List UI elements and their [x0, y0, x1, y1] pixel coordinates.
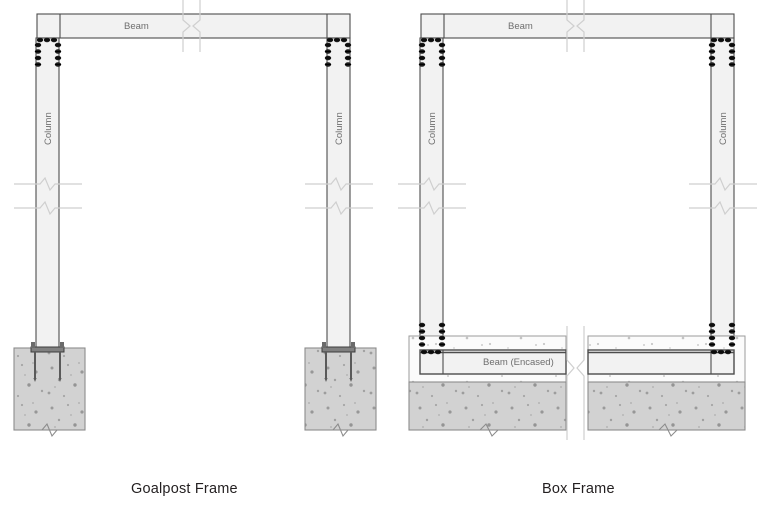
box-column-left-break-symbol [398, 176, 466, 216]
goalpost-foundation-left [13, 342, 86, 438]
goalpost-column-right-label: Column [334, 112, 345, 145]
box-encasement-right [587, 335, 746, 437]
box-beam: Beam [420, 13, 735, 39]
box-column-right-break-symbol [689, 176, 757, 216]
box-column-left-label: Column [427, 112, 438, 145]
box-beam-break-symbol [566, 0, 585, 52]
goalpost-column-left: Column [35, 37, 60, 351]
box-bottom-break-symbol [566, 326, 585, 440]
goalpost-foundation-right [304, 342, 377, 438]
caption-box-frame: Box Frame [542, 481, 615, 497]
box-bottom-beam-label: Beam (Encased) [483, 357, 554, 368]
goalpost-column-left-break-symbol [14, 176, 82, 216]
goalpost-beam-break-symbol [182, 0, 201, 52]
box-column-right: Column [710, 37, 735, 337]
goalpost-column-left-label: Column [43, 112, 54, 145]
caption-goalpost-frame: Goalpost Frame [131, 481, 238, 497]
box-column-left: Column [419, 37, 444, 337]
panel-goalpost-frame: Beam Column Column [13, 0, 377, 438]
box-encasement-left: Beam (Encased) [408, 335, 567, 437]
goalpost-beam: Beam [36, 13, 351, 39]
goalpost-beam-label: Beam [124, 21, 149, 32]
box-column-right-label: Column [718, 112, 729, 145]
goalpost-column-right-break-symbol [305, 176, 373, 216]
goalpost-column-right: Column [326, 37, 351, 351]
panel-box-frame: Beam Column Column [398, 0, 757, 440]
box-beam-label: Beam [508, 21, 533, 32]
